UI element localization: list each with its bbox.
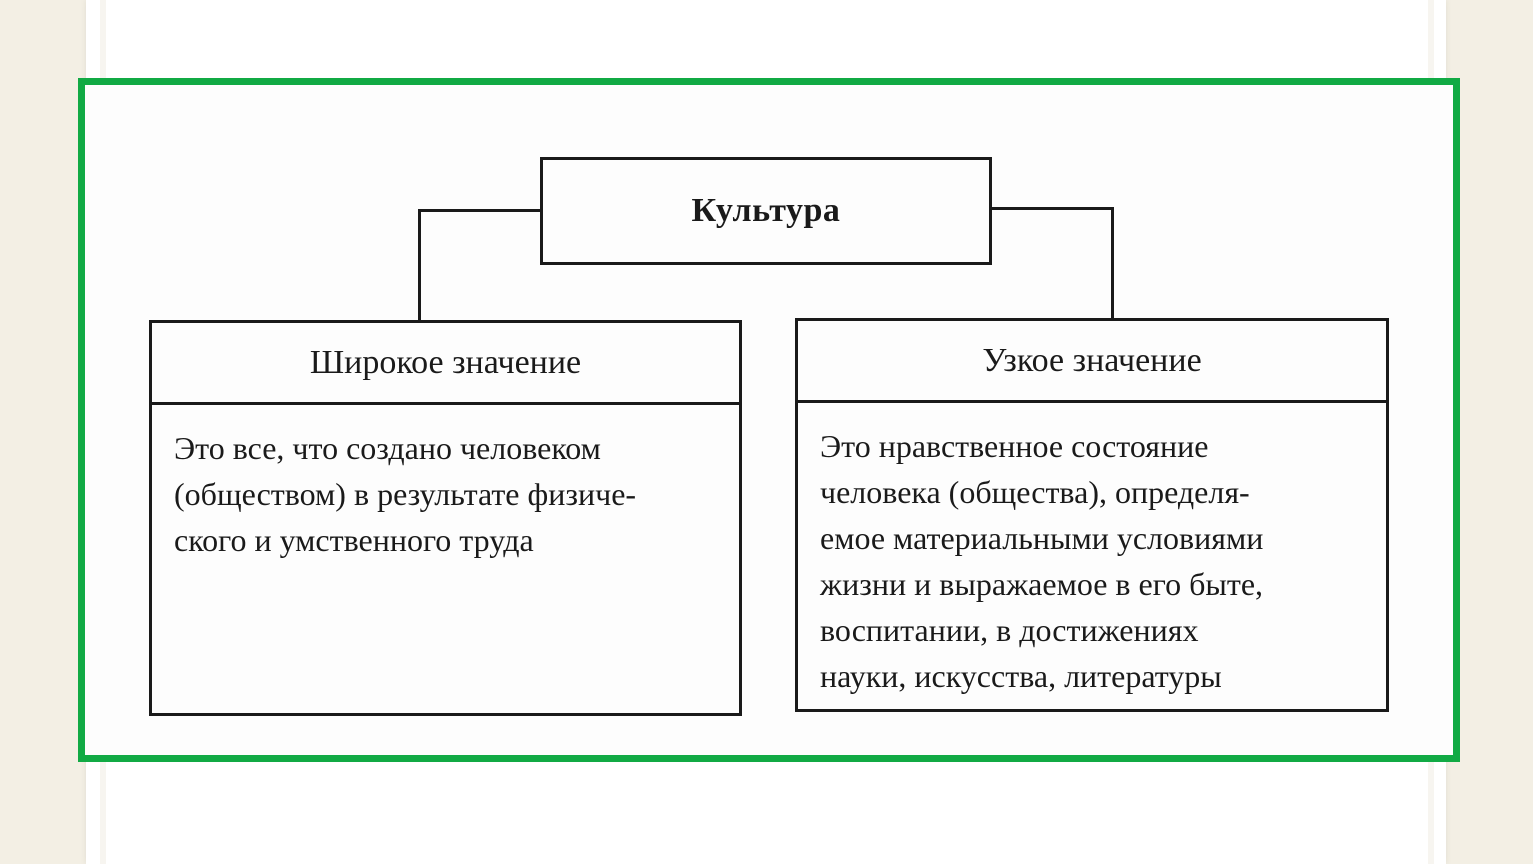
root-node-label: Культура xyxy=(691,192,841,229)
connector-left-horizontal xyxy=(418,209,542,212)
branch-node-broad-text: Это все, что создано человеком (общество… xyxy=(174,430,637,558)
branch-node-broad: Широкое значение Это все, что создано че… xyxy=(149,320,742,716)
connector-left-vertical xyxy=(418,209,421,322)
connector-right-vertical xyxy=(1111,207,1114,320)
branch-node-narrow: Узкое значение Это нравственное состояни… xyxy=(795,318,1389,712)
root-node: Культура xyxy=(540,157,992,265)
branch-node-narrow-text: Это нравственное состояние человека (общ… xyxy=(820,428,1264,694)
branch-node-narrow-title: Узкое значение xyxy=(798,321,1386,403)
branch-node-broad-title: Широкое значение xyxy=(152,323,739,405)
connector-right-horizontal xyxy=(990,207,1114,210)
